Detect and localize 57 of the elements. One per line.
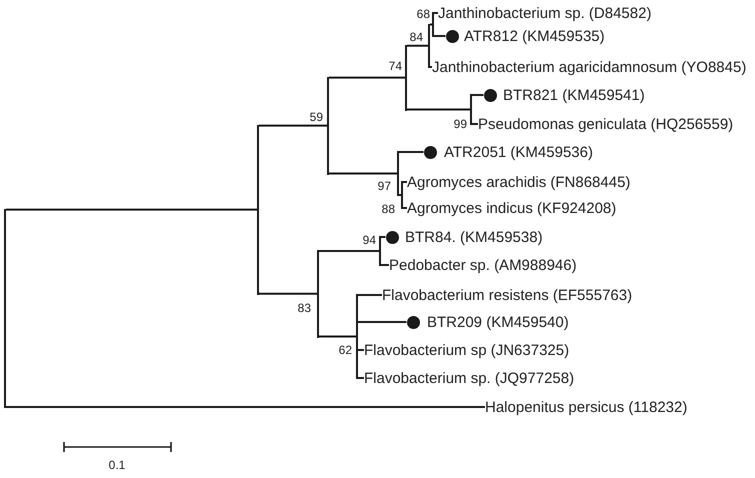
branch-line xyxy=(358,349,364,351)
branch-line xyxy=(329,172,397,174)
isolate-marker xyxy=(484,88,496,102)
taxon-label: Flavobacterium sp. (JQ977258) xyxy=(364,370,574,386)
taxon-label: Agromyces arachidis (FN868445) xyxy=(407,174,630,190)
branch-line xyxy=(399,194,401,196)
scale-value: 0.1 xyxy=(108,458,126,472)
branch-line xyxy=(381,264,389,266)
branch-line xyxy=(358,294,382,296)
isolate-marker xyxy=(386,230,398,244)
isolate-marker xyxy=(406,316,420,328)
branch-line xyxy=(381,236,386,238)
branch-line xyxy=(259,124,327,127)
branch-line xyxy=(399,151,424,153)
branch-line xyxy=(6,208,257,211)
branch-line xyxy=(319,250,379,252)
branch-line xyxy=(407,108,470,110)
taxon-label: Halopenitus persicus (118232) xyxy=(485,398,688,416)
bootstrap-value: 88 xyxy=(382,202,395,216)
taxon-label: ATR2051 (KM459536) xyxy=(444,144,593,160)
bootstrap-value: 94 xyxy=(362,234,376,246)
bootstrap-value: 84 xyxy=(410,30,423,44)
branch-line xyxy=(430,66,432,68)
bootstrap-value: 99 xyxy=(454,118,467,130)
branch-line xyxy=(430,24,432,26)
bootstrap-value: 59 xyxy=(310,110,323,124)
taxon-label: Janthinobacterium sp. (D84582) xyxy=(438,4,652,22)
taxon-label: ATR812 (KM459535) xyxy=(464,28,605,44)
isolate-marker xyxy=(424,146,436,158)
branch-line xyxy=(403,181,407,183)
bootstrap-value: 68 xyxy=(416,8,430,20)
bootstrap-value: 83 xyxy=(298,302,311,314)
bootstrap-value: 97 xyxy=(378,180,391,192)
branch-line xyxy=(358,377,364,379)
branch-line xyxy=(403,207,407,209)
branch-line xyxy=(6,406,485,408)
isolate-marker xyxy=(446,30,458,42)
branch-line xyxy=(434,35,446,37)
branch-line xyxy=(319,336,356,338)
branch-line xyxy=(472,94,484,96)
taxon-label: BTR821 (KM459541) xyxy=(503,86,645,104)
branch-line xyxy=(407,44,428,47)
branch-line xyxy=(472,123,478,125)
taxon-label: Pedobacter sp. (AM988946) xyxy=(389,256,577,274)
taxon-label: BTR84. (KM459538) xyxy=(405,228,543,246)
taxon-label: BTR209 (KM459540) xyxy=(427,314,569,330)
taxon-label: Agromyces indicus (KF924208) xyxy=(407,200,616,216)
branch-line xyxy=(329,76,405,79)
taxon-label: Flavobacterium sp (JN637325) xyxy=(364,342,570,358)
bootstrap-value: 62 xyxy=(338,344,352,356)
taxon-label: Flavobacterium resistens (EF555763) xyxy=(382,286,632,304)
branch-line xyxy=(434,12,438,14)
taxon-label: Pseudomonas geniculata (HQ256559) xyxy=(478,116,734,132)
branch-line xyxy=(259,292,317,295)
taxon-label: Janthinobacterium agaricidamnosum (YO8845) xyxy=(432,58,746,76)
bootstrap-value: 74 xyxy=(388,60,402,72)
branch-line xyxy=(358,321,406,323)
